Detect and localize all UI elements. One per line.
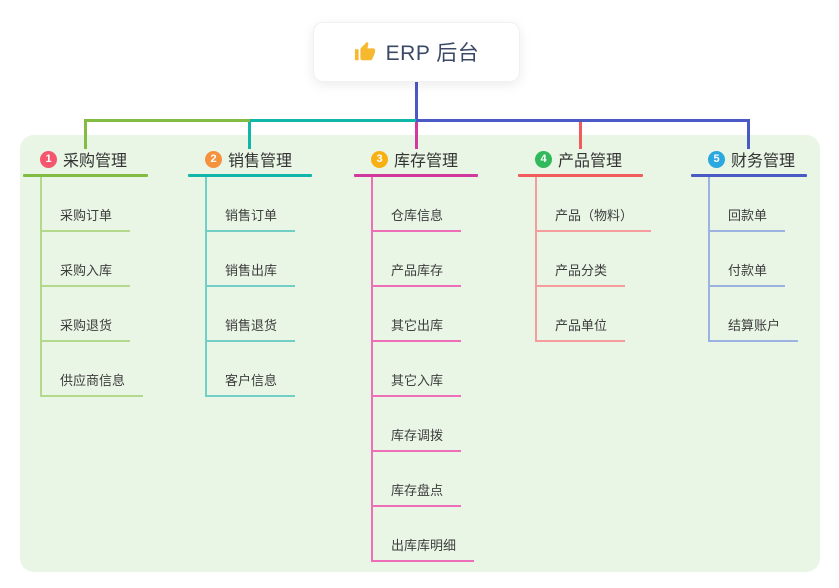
child-node[interactable]: 产品分类 [537, 232, 626, 287]
branch-title: 库存管理 [394, 153, 459, 170]
child-node[interactable]: 回款单 [710, 177, 786, 232]
branch-title: 财务管理 [731, 153, 796, 170]
branch-header-product[interactable]: 4 产品管理 [535, 148, 622, 170]
branch-finance: 5 财务管理 回款单 付款单 结算账户 [691, 148, 807, 342]
child-label: 产品库存 [391, 263, 444, 278]
branch-header-finance[interactable]: 5 财务管理 [708, 148, 795, 170]
branch-number-badge: 2 [205, 150, 222, 168]
child-node[interactable]: 销售退货 [207, 287, 296, 342]
child-label: 仓库信息 [391, 208, 444, 223]
branch-purchase: 1 采购管理 采购订单 采购入库 采购退货 供应商信息 [23, 148, 148, 397]
child-label: 销售订单 [225, 208, 278, 223]
branch-title: 采购管理 [63, 153, 128, 170]
child-label: 库存调拨 [391, 428, 444, 443]
branch-sales: 2 销售管理 销售订单 销售出库 销售退货 客户信息 [188, 148, 312, 397]
child-node[interactable]: 销售订单 [207, 177, 296, 232]
child-node[interactable]: 供应商信息 [42, 342, 144, 397]
child-node[interactable]: 库存调拨 [373, 397, 462, 452]
child-label: 销售退货 [225, 318, 278, 333]
child-node[interactable]: 仓库信息 [373, 177, 462, 232]
thumbs-up-icon [354, 41, 376, 63]
branch-title: 产品管理 [558, 153, 623, 170]
branch-title: 销售管理 [228, 153, 293, 170]
child-label: 产品（物料） [555, 208, 634, 223]
branch-underline [518, 174, 643, 177]
branch-children: 仓库信息 产品库存 其它出库 其它入库 库存调拨 库存盘点 出库库明细 [371, 177, 475, 562]
child-node[interactable]: 出库库明细 [373, 507, 475, 562]
child-label: 供应商信息 [60, 373, 126, 388]
child-node[interactable]: 库存盘点 [373, 452, 462, 507]
branch-header-sales[interactable]: 2 销售管理 [205, 148, 292, 170]
child-label: 回款单 [728, 208, 768, 223]
child-node[interactable]: 采购订单 [42, 177, 131, 232]
branch-underline [23, 174, 148, 177]
child-node[interactable]: 客户信息 [207, 342, 296, 397]
branch-children: 回款单 付款单 结算账户 [708, 177, 799, 342]
branch-number-badge: 3 [371, 150, 388, 168]
child-node[interactable]: 产品（物料） [537, 177, 652, 232]
branch-underline [354, 174, 478, 177]
branch-children: 销售订单 销售出库 销售退货 客户信息 [205, 177, 296, 397]
connector-root-stem [415, 82, 418, 119]
child-label: 其它出库 [391, 318, 444, 333]
child-label: 客户信息 [225, 373, 278, 388]
child-node[interactable]: 其它入库 [373, 342, 462, 397]
branch-number-badge: 1 [40, 150, 57, 168]
child-node[interactable]: 销售出库 [207, 232, 296, 287]
child-node[interactable]: 其它出库 [373, 287, 462, 342]
branch-number-badge: 5 [708, 150, 725, 168]
child-label: 付款单 [728, 263, 768, 278]
branch-number-badge: 4 [535, 150, 552, 168]
child-label: 出库库明细 [391, 538, 457, 553]
connector-drop-sales [248, 122, 251, 149]
child-label: 产品分类 [555, 263, 608, 278]
child-node[interactable]: 产品单位 [537, 287, 626, 342]
connector-drop-product [579, 122, 582, 149]
connector-drop-purchase [84, 122, 87, 149]
child-label: 其它入库 [391, 373, 444, 388]
connector-horizontal-green [84, 119, 250, 122]
branch-product: 4 产品管理 产品（物料） 产品分类 产品单位 [518, 148, 652, 342]
branch-header-purchase[interactable]: 1 采购管理 [40, 148, 127, 170]
connector-horizontal-blue [416, 119, 750, 122]
child-label: 产品单位 [555, 318, 608, 333]
child-label: 库存盘点 [391, 483, 444, 498]
child-node[interactable]: 产品库存 [373, 232, 462, 287]
child-label: 结算账户 [728, 318, 781, 333]
child-label: 采购退货 [60, 318, 113, 333]
branch-children: 采购订单 采购入库 采购退货 供应商信息 [40, 177, 144, 397]
connector-drop-finance [747, 122, 750, 149]
branch-children: 产品（物料） 产品分类 产品单位 [535, 177, 652, 342]
branch-underline [188, 174, 312, 177]
child-node[interactable]: 采购退货 [42, 287, 131, 342]
branch-header-inventory[interactable]: 3 库存管理 [371, 148, 458, 170]
branches-background-panel [20, 135, 820, 572]
root-node[interactable]: ERP 后台 [313, 22, 520, 82]
child-label: 采购订单 [60, 208, 113, 223]
child-node[interactable]: 采购入库 [42, 232, 131, 287]
branch-inventory: 3 库存管理 仓库信息 产品库存 其它出库 其它入库 库存调拨 库存盘点 出库库… [354, 148, 478, 562]
child-node[interactable]: 付款单 [710, 232, 786, 287]
child-label: 采购入库 [60, 263, 113, 278]
connector-drop-inventory [415, 122, 418, 149]
branch-underline [691, 174, 807, 177]
child-label: 销售出库 [225, 263, 278, 278]
child-node[interactable]: 结算账户 [710, 287, 799, 342]
root-title: ERP 后台 [385, 42, 480, 65]
connector-horizontal-teal [250, 119, 416, 122]
